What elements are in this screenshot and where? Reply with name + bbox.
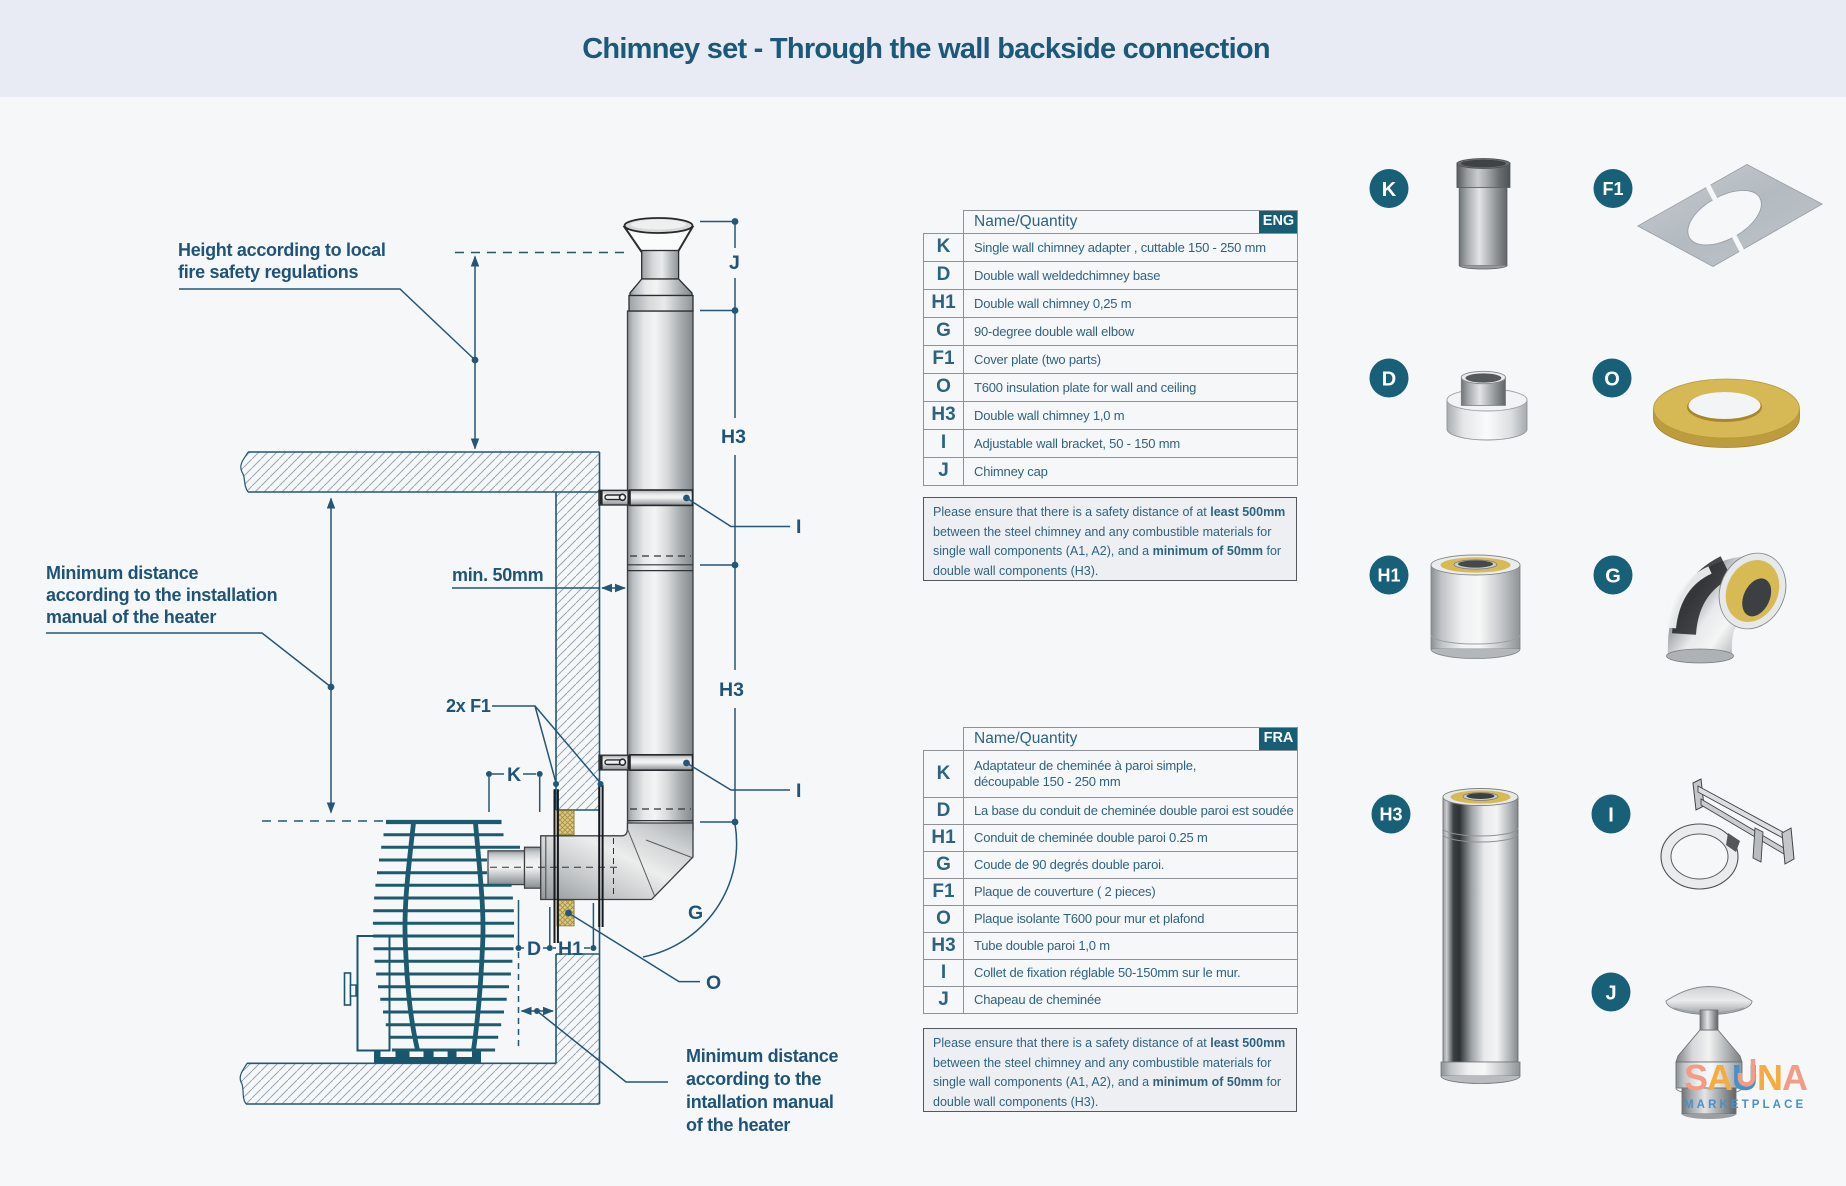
svg-text:of the heater: of the heater xyxy=(686,1115,790,1135)
svg-text:intallation manual: intallation manual xyxy=(686,1092,834,1112)
svg-text:Minimum distance: Minimum distance xyxy=(686,1046,839,1066)
svg-text:fire safety regulations: fire safety regulations xyxy=(178,262,358,282)
svg-text:H3: H3 xyxy=(721,426,746,448)
svg-text:G: G xyxy=(688,902,703,924)
svg-text:min. 50mm: min. 50mm xyxy=(452,565,543,585)
svg-text:O: O xyxy=(1604,369,1620,391)
svg-text:manual of the heater: manual of the heater xyxy=(46,607,216,627)
svg-text:D: D xyxy=(527,938,541,960)
svg-text:I: I xyxy=(796,516,801,538)
svg-text:G: G xyxy=(1605,566,1621,588)
svg-text:D: D xyxy=(1382,369,1396,391)
svg-text:O: O xyxy=(706,972,721,994)
svg-text:Minimum distance: Minimum distance xyxy=(46,563,199,583)
svg-text:according to the installation: according to the installation xyxy=(46,585,277,605)
svg-text:H3: H3 xyxy=(1379,805,1402,825)
svg-text:J: J xyxy=(729,252,740,274)
svg-text:K: K xyxy=(507,764,521,786)
svg-text:H1: H1 xyxy=(558,938,583,960)
svg-text:H1: H1 xyxy=(1377,566,1400,586)
svg-text:H3: H3 xyxy=(719,679,744,701)
svg-text:Height according to local: Height according to local xyxy=(178,240,386,260)
svg-text:according to the: according to the xyxy=(686,1069,821,1089)
svg-text:2x F1: 2x F1 xyxy=(446,696,491,716)
svg-text:I: I xyxy=(796,780,801,802)
svg-text:J: J xyxy=(1605,983,1616,1005)
svg-text:I: I xyxy=(1608,805,1614,827)
svg-text:K: K xyxy=(1382,179,1397,201)
svg-text:F1: F1 xyxy=(1602,179,1623,199)
